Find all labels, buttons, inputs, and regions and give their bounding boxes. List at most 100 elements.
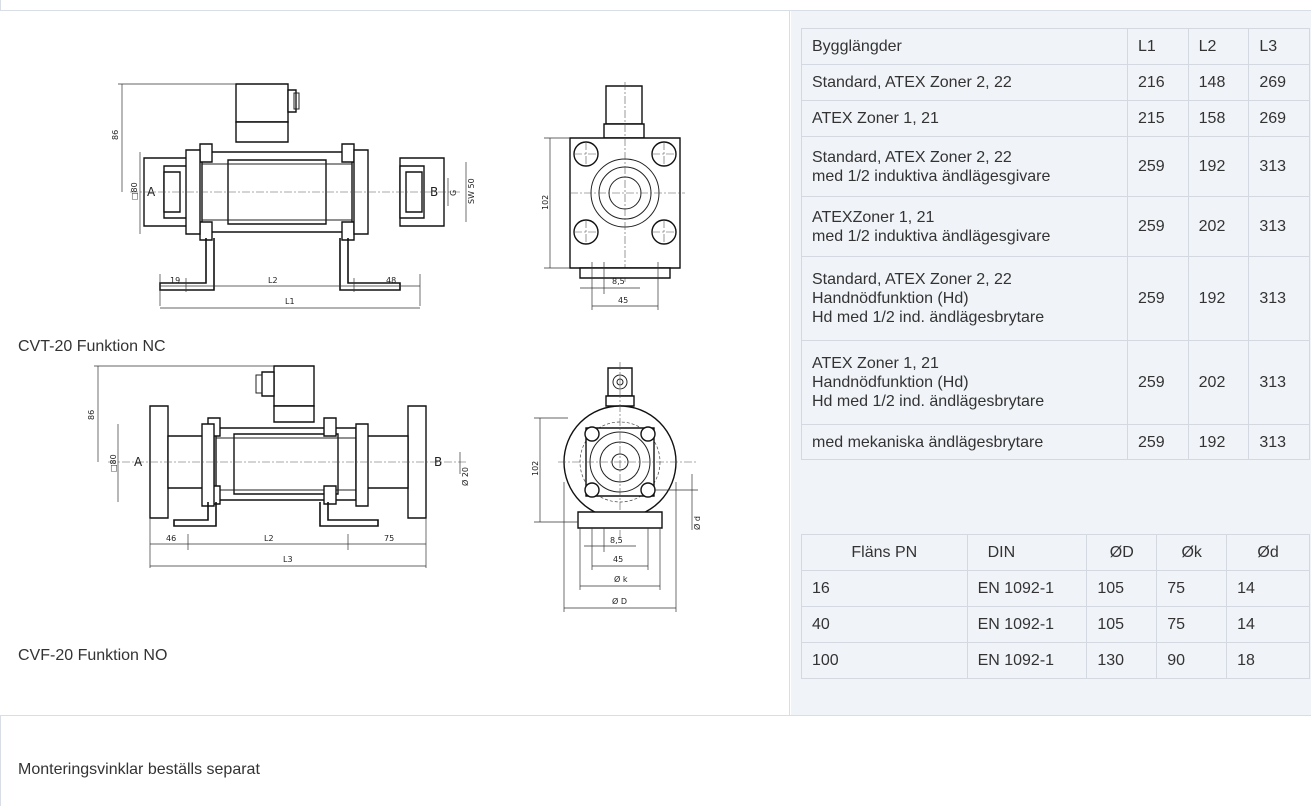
- cell-ok: 75: [1156, 606, 1228, 643]
- flange-table: Fläns PN DIN ØD Øk Ød 16 EN 1092-1 105 7…: [801, 534, 1310, 679]
- row-description: ATEXZoner 1, 21 med 1/2 induktiva ändläg…: [801, 196, 1128, 257]
- cvf20-front-drawing: 102 Ø d 8,5 45 Ø k Ø D: [531, 362, 702, 620]
- header-cell: ØD: [1086, 534, 1158, 571]
- cell-ok: 75: [1156, 570, 1228, 607]
- header-cell: Ød: [1226, 534, 1310, 571]
- row-description: med mekaniska ändlägesbrytare: [801, 424, 1128, 460]
- row-description: Standard, ATEX Zoner 2, 22: [801, 64, 1128, 101]
- cvt-caption: CVT-20 Funktion NC: [18, 338, 166, 355]
- cell-l3: 313: [1248, 340, 1310, 425]
- cvt20-front-drawing: 102 8,5 45: [541, 82, 710, 314]
- cvt-dim-g: G: [449, 190, 458, 196]
- cvt-dim-19: 19: [170, 276, 180, 285]
- cvt-front-dim-45: 45: [618, 296, 628, 305]
- description-line: med 1/2 induktiva ändlägesgivare: [812, 167, 1051, 185]
- cell-odsmall: 14: [1226, 606, 1310, 643]
- cvf-front-dim-d: Ø d: [692, 516, 702, 530]
- header-cell: DIN: [966, 534, 1088, 571]
- cell-pn: 40: [801, 606, 968, 643]
- cell-od: 130: [1086, 642, 1158, 679]
- table-row: 100 EN 1092-1 130 90 18: [801, 642, 1310, 679]
- cvt20-side-drawing: 86 □80 A B G SW 50 19 L2 48 L1: [111, 78, 476, 318]
- cvf-dim-sq80: □80: [109, 454, 118, 472]
- cell-ok: 90: [1156, 642, 1228, 679]
- cvt-dim-86: 86: [111, 130, 120, 140]
- cell-l2: 202: [1187, 340, 1250, 425]
- cell-l3: 313: [1248, 196, 1310, 257]
- cell-l3: 313: [1248, 136, 1310, 197]
- cvt-dim-l1: L1: [285, 297, 295, 306]
- cell-od: 105: [1086, 570, 1158, 607]
- cell-l3: 269: [1248, 64, 1310, 101]
- bottom-divider: [0, 715, 1311, 716]
- header-cell: L1: [1127, 28, 1189, 65]
- cvf-port-a: A: [134, 455, 143, 469]
- cvf-front-dim-102: 102: [531, 461, 540, 476]
- cell-din: EN 1092-1: [966, 570, 1088, 607]
- table-row: 40 EN 1092-1 105 75 14: [801, 606, 1310, 643]
- description-line: ATEX Zoner 1, 21: [812, 355, 939, 372]
- drawings-panel: [0, 11, 790, 715]
- cvf-dim-86: 86: [88, 410, 96, 420]
- cell-l3: 269: [1248, 100, 1310, 137]
- table-row: med mekaniska ändlägesbrytare 259 192 31…: [801, 424, 1310, 460]
- table-row: Standard, ATEX Zoner 2, 22 med 1/2 induk…: [801, 136, 1310, 197]
- table-row: ATEXZoner 1, 21 med 1/2 induktiva ändläg…: [801, 196, 1310, 257]
- cvf-front-dim-D: Ø D: [612, 596, 627, 606]
- cvt-port-a: A: [147, 185, 156, 199]
- row-description: Standard, ATEX Zoner 2, 22 Handnödfunkti…: [801, 256, 1128, 341]
- row-description: Standard, ATEX Zoner 2, 22 med 1/2 induk…: [801, 136, 1128, 197]
- cell-l2: 158: [1187, 100, 1250, 137]
- cell-l1: 259: [1127, 136, 1189, 197]
- header-cell: L3: [1248, 28, 1310, 65]
- table-header-row: Fläns PN DIN ØD Øk Ød: [801, 534, 1310, 571]
- description-line: Handnödfunktion (Hd): [812, 374, 969, 391]
- cvf-dim-d20: Ø 20: [460, 467, 470, 486]
- cvt-front-dim-85: 8,5: [612, 277, 625, 286]
- cell-l1: 259: [1127, 424, 1189, 460]
- cell-l3: 313: [1248, 256, 1310, 341]
- table-row: Standard, ATEX Zoner 2, 22 216 148 269: [801, 64, 1310, 101]
- cell-l2: 192: [1187, 424, 1250, 460]
- cell-l2: 192: [1187, 256, 1250, 341]
- cell-od: 105: [1086, 606, 1158, 643]
- description-line: Standard, ATEX Zoner 2, 22: [812, 271, 1012, 288]
- cell-l3: 313: [1248, 424, 1310, 460]
- header-cell: Øk: [1156, 534, 1228, 571]
- cvt-front-dim-102: 102: [541, 195, 550, 210]
- cvf-dim-l2: L2: [264, 534, 274, 543]
- cvf-port-b: B: [434, 455, 442, 469]
- cell-l1: 215: [1127, 100, 1189, 137]
- table-row: ATEX Zoner 1, 21 Handnödfunktion (Hd) Hd…: [801, 340, 1310, 425]
- cell-l2: 148: [1187, 64, 1250, 101]
- cell-din: EN 1092-1: [966, 642, 1088, 679]
- table-row: ATEX Zoner 1, 21 215 158 269: [801, 100, 1310, 137]
- cell-l2: 202: [1187, 196, 1250, 257]
- header-cell: L2: [1187, 28, 1250, 65]
- cell-odsmall: 18: [1226, 642, 1310, 679]
- cvf-dim-l3: L3: [283, 555, 293, 564]
- description-line: Hd med 1/2 ind. ändlägesbrytare: [812, 393, 1045, 410]
- cvf-dim-75: 75: [384, 534, 394, 543]
- description-line: Standard, ATEX Zoner 2, 22: [812, 148, 1012, 166]
- description-line: ATEXZoner 1, 21: [812, 208, 935, 226]
- cvf-caption: CVF-20 Funktion NO: [18, 647, 168, 664]
- cvt-dim-sq80: □80: [130, 182, 139, 200]
- description-line: med 1/2 induktiva ändlägesgivare: [812, 227, 1051, 245]
- header-cell: Fläns PN: [801, 534, 968, 571]
- cvt-dim-sw: SW 50: [467, 178, 476, 204]
- cvf-front-dim-k: Ø k: [614, 574, 628, 584]
- description-line: Handnödfunktion (Hd): [812, 290, 969, 307]
- cvf-front-dim-45: 45: [613, 555, 623, 564]
- description-line: Hd med 1/2 ind. ändlägesbrytare: [812, 309, 1045, 326]
- cvt-dim-48: 48: [386, 276, 396, 285]
- cvf20-side-drawing: 86 □80 A B Ø 20 46 L2 75 L3: [88, 362, 470, 574]
- cvf-front-dim-85: 8,5: [610, 536, 623, 545]
- cell-pn: 16: [801, 570, 968, 607]
- cvt-dim-l2: L2: [268, 276, 278, 285]
- header-cell: Bygglängder: [801, 28, 1128, 65]
- top-divider: [0, 10, 1311, 11]
- cell-l1: 259: [1127, 340, 1189, 425]
- cell-l2: 192: [1187, 136, 1250, 197]
- row-description: ATEX Zoner 1, 21 Handnödfunktion (Hd) Hd…: [801, 340, 1128, 425]
